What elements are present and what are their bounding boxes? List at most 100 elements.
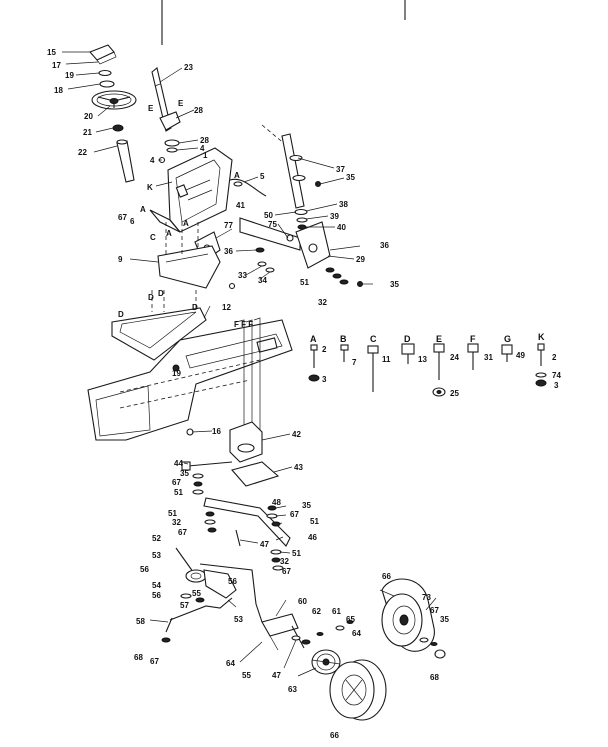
steering-wheel-part — [91, 90, 137, 110]
callout-42: 42 — [292, 430, 301, 439]
callout-53: 53 — [152, 551, 161, 560]
key-extra-K: 74 — [552, 371, 561, 380]
callout-18: 18 — [54, 86, 63, 95]
callout-35: 35 — [180, 469, 189, 478]
fastener-part — [315, 181, 321, 187]
nut-part — [193, 481, 203, 487]
callout-35: 35 — [440, 615, 449, 624]
callout-44: 44 — [174, 459, 183, 468]
washer-part — [192, 473, 204, 479]
callout-6: 6 — [130, 217, 135, 226]
callout-64: 64 — [352, 629, 361, 638]
callout-29: 29 — [356, 255, 365, 264]
callout-28: 28 — [200, 136, 209, 145]
callout-51: 51 — [168, 509, 177, 518]
axle-hardware-part — [204, 505, 284, 571]
key-letter-E: E — [436, 334, 442, 344]
callout-67: 67 — [150, 657, 159, 666]
callout-47: 47 — [260, 540, 269, 549]
front-wheel-part — [381, 578, 435, 652]
front-wheel-part — [329, 659, 387, 721]
hardware-key-labels: A 2 3 B 7 C 11 D 13 E 24 25 F 31 G 49 K … — [310, 332, 561, 398]
callout-43: 43 — [294, 463, 303, 472]
wheel-hub-part — [112, 124, 124, 132]
spindle-hardware-part — [291, 620, 354, 645]
callout-67: 67 — [430, 606, 439, 615]
bolt-part — [181, 461, 233, 471]
callout-A: A — [166, 229, 172, 238]
nut-part — [255, 247, 265, 253]
steering-console-part — [149, 147, 233, 233]
pin-part — [235, 529, 241, 547]
callout-E: E — [178, 99, 184, 108]
callout-52: 52 — [152, 534, 161, 543]
key-part-E: 24 — [450, 353, 459, 362]
steering-cap-part — [89, 44, 117, 65]
callout-17: 17 — [52, 61, 61, 70]
nut-part — [99, 80, 115, 88]
callout-35: 35 — [390, 280, 399, 289]
column-sleeve-part — [116, 139, 135, 183]
front-axle-part — [203, 497, 291, 547]
callout-A: A — [183, 219, 189, 228]
callout-56: 56 — [228, 577, 237, 586]
key-part-K: 2 — [552, 353, 557, 362]
key-extra: 3 — [554, 381, 559, 390]
washer-part — [257, 261, 267, 267]
callout-D: D — [118, 310, 124, 319]
key-part-B: 7 — [352, 358, 357, 367]
callout-53: 53 — [234, 615, 243, 624]
callout-41: 41 — [236, 201, 245, 210]
callout-57: 57 — [180, 601, 189, 610]
callout-32: 32 — [280, 557, 289, 566]
callout-64: 64 — [226, 659, 235, 668]
callout-33: 33 — [238, 271, 247, 280]
hardware-cluster-part — [325, 267, 363, 287]
washer-part — [192, 489, 204, 495]
key-letter-G: G — [504, 334, 511, 344]
callout-F: F F F — [234, 320, 253, 329]
washer-part — [98, 69, 112, 77]
callout-32: 32 — [172, 518, 181, 527]
callout-36: 36 — [380, 241, 389, 250]
pivot-part — [286, 234, 294, 242]
callout-A: A — [234, 171, 240, 180]
key-letter-D: D — [404, 334, 411, 344]
callout-32: 32 — [318, 298, 327, 307]
bolt-part — [228, 282, 236, 290]
callout-D: D — [192, 303, 198, 312]
key-letter-B: B — [340, 334, 347, 344]
alignment-line — [261, 124, 287, 146]
callout-77: 77 — [224, 221, 233, 230]
leader-lines — [62, 51, 437, 677]
key-extra-A: 3 — [322, 375, 327, 384]
callout-K: K — [147, 183, 153, 192]
callout-D: D — [148, 293, 154, 302]
callout-D: D — [158, 289, 164, 298]
callout-4: 4 — [150, 156, 155, 165]
callout-28: 28 — [194, 106, 203, 115]
washer-part — [294, 208, 308, 216]
key-extra-E: 25 — [450, 389, 459, 398]
callout-19: 19 — [65, 71, 74, 80]
callout-9: 9 — [118, 255, 123, 264]
tie-rod-part — [199, 563, 263, 623]
callout-67: 67 — [282, 567, 291, 576]
callout-47: 47 — [272, 671, 281, 680]
callout-51: 51 — [292, 549, 301, 558]
mounting-plate-part — [157, 245, 221, 289]
callout-21: 21 — [83, 128, 92, 137]
hardware-key-icons — [308, 343, 547, 397]
steering-gear-part — [175, 547, 237, 603]
cable-part — [229, 178, 267, 197]
callout-38: 38 — [339, 200, 348, 209]
drag-link-part — [165, 597, 233, 633]
callout-23: 23 — [184, 63, 193, 72]
callout-39: 39 — [330, 212, 339, 221]
callout-65: 65 — [346, 615, 355, 624]
callout-35: 35 — [346, 173, 355, 182]
callout-C: C — [150, 233, 156, 242]
callout-15: 15 — [47, 48, 56, 57]
callout-46: 46 — [308, 533, 317, 542]
callout-56: 56 — [140, 565, 149, 574]
